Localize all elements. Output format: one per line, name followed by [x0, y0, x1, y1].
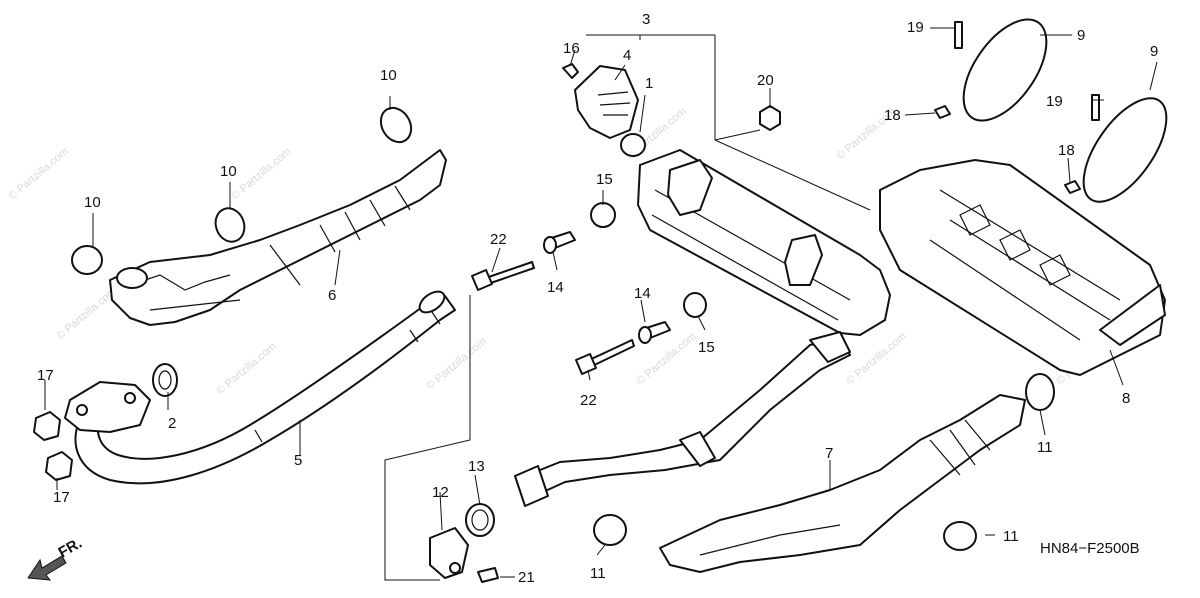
watermark: © Partzilla.com	[214, 340, 278, 397]
callout-10b: 10	[220, 163, 237, 180]
callout-1: 1	[645, 75, 653, 92]
callout-13: 13	[468, 458, 485, 475]
callout-15b: 15	[698, 339, 715, 356]
part-12-clamp	[429, 527, 469, 579]
part-4-spark-arrester	[562, 63, 646, 157]
watermark: © Partzilla.com	[229, 145, 293, 202]
part-10-clamps	[71, 106, 413, 275]
part-18-19-hardware	[934, 21, 1100, 194]
callout-11b: 11	[1037, 439, 1053, 456]
callout-10a: 10	[380, 67, 397, 84]
callout-12: 12	[432, 484, 449, 501]
part-14-collars	[543, 231, 671, 344]
callout-5: 5	[294, 452, 302, 469]
watermark: © Partzilla.com	[844, 330, 908, 387]
callout-22a: 22	[490, 231, 507, 248]
callout-19a: 19	[907, 19, 924, 36]
leader-lines	[44, 27, 1158, 581]
callout-15a: 15	[596, 171, 613, 188]
part-21-bolt	[477, 567, 499, 583]
part-8-muffler-cover	[879, 159, 1166, 376]
watermark: © Partzilla.com	[6, 145, 70, 202]
watermark: © Partzilla.com	[54, 285, 118, 342]
callout-11a: 11	[590, 565, 606, 582]
callout-9a: 9	[1077, 27, 1085, 44]
callout-17a: 17	[37, 367, 54, 384]
part-22-bolts	[471, 261, 635, 375]
callout-labels: 1 2 3 4 5 6 7 8 9 9 10 10 10 11 11 11 12…	[37, 11, 1158, 586]
callout-10c: 10	[84, 194, 101, 211]
part-5-exhaust-pipe	[64, 290, 456, 485]
callout-17b: 17	[53, 489, 70, 506]
callout-21: 21	[518, 569, 535, 586]
part-9-bands	[962, 18, 1168, 203]
callout-9b: 9	[1150, 43, 1158, 60]
callout-16: 16	[563, 40, 580, 57]
arrow-down-left-icon	[27, 555, 67, 581]
part-20-nut	[759, 105, 781, 131]
part-13-gasket	[465, 503, 495, 537]
callout-18a: 18	[884, 107, 901, 124]
muffler	[637, 149, 891, 336]
callout-6: 6	[328, 287, 336, 304]
callout-3: 3	[642, 11, 650, 28]
watermark: © Partzilla.com	[424, 335, 488, 392]
part-2-gasket	[152, 363, 178, 397]
callout-14a: 14	[547, 279, 564, 296]
diagram-code: HN84−F2500B	[1040, 540, 1140, 557]
callout-4: 4	[623, 47, 631, 64]
part-11-clamps	[593, 373, 1055, 551]
callout-14b: 14	[634, 285, 651, 302]
connecting-pipe	[514, 331, 851, 507]
part-17-nuts	[33, 411, 73, 481]
callout-7: 7	[825, 445, 833, 462]
part-6-heat-shield	[109, 149, 447, 326]
callout-8: 8	[1122, 390, 1130, 407]
callout-20: 20	[757, 72, 774, 89]
callout-11c: 11	[1003, 528, 1019, 545]
callout-19b: 19	[1046, 93, 1063, 110]
front-direction-indicator: FR.	[27, 535, 85, 581]
callout-2: 2	[168, 415, 176, 432]
callout-22b: 22	[580, 392, 597, 409]
callout-18b: 18	[1058, 142, 1075, 159]
